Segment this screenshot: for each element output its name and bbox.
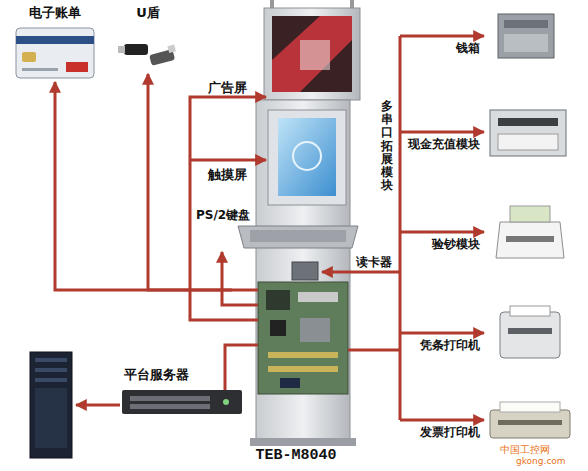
serial-module: 多串口拓展模块 xyxy=(378,30,400,450)
node-label: TEB-M8040 xyxy=(232,447,360,464)
receipt-printer xyxy=(500,306,560,358)
part-label: gkong.com xyxy=(516,456,566,466)
bill-node: 电子账单 xyxy=(12,4,98,82)
node-label: 电子账单 xyxy=(12,4,98,22)
server-node: 平台服务器 xyxy=(118,366,246,416)
node-label: U盾 xyxy=(118,4,178,22)
kiosk-node: TEB-M8040 xyxy=(232,6,360,465)
node-label: 发票打印机 xyxy=(420,424,480,441)
node-label: 平台服务器 xyxy=(124,366,189,384)
connector xyxy=(400,332,484,335)
part-label: 触摸屏 xyxy=(208,166,247,184)
kiosk xyxy=(238,0,360,446)
connector xyxy=(55,82,232,290)
device-node: 凭条打印机 xyxy=(484,304,570,362)
part-label: PS/2键盘 xyxy=(196,207,250,224)
device-node: 钱箱 xyxy=(484,8,570,64)
connector xyxy=(400,131,484,134)
node-label: 多串口拓展模块 xyxy=(381,100,393,192)
bill-card xyxy=(16,28,94,78)
usb-key xyxy=(118,44,176,66)
rack-server xyxy=(30,352,72,458)
connector xyxy=(400,419,484,422)
bill-checker xyxy=(496,206,564,258)
device-node: 发票打印机 xyxy=(484,398,570,442)
ukey-node: U盾 xyxy=(118,4,178,74)
device-node: 验钞模块 xyxy=(484,204,570,260)
node-label: 钱箱 xyxy=(456,40,480,57)
invoice-printer xyxy=(490,402,570,438)
connector xyxy=(400,35,484,38)
part-label: 广告屏 xyxy=(208,79,247,97)
cash-box xyxy=(498,14,554,58)
device-node: 现金充值模块 xyxy=(484,104,570,160)
wire xyxy=(76,36,400,420)
connector xyxy=(225,345,232,366)
node-label: 现金充值模块 xyxy=(408,136,480,153)
node-label: 验钞模块 xyxy=(432,236,480,253)
part-label: 读卡器 xyxy=(356,254,392,271)
cash-module xyxy=(490,110,566,156)
part-label: 中国工控网 xyxy=(500,443,550,457)
network-switch xyxy=(122,390,242,414)
connector xyxy=(400,231,484,234)
node-label: 凭条打印机 xyxy=(420,337,480,354)
connector xyxy=(360,349,378,352)
